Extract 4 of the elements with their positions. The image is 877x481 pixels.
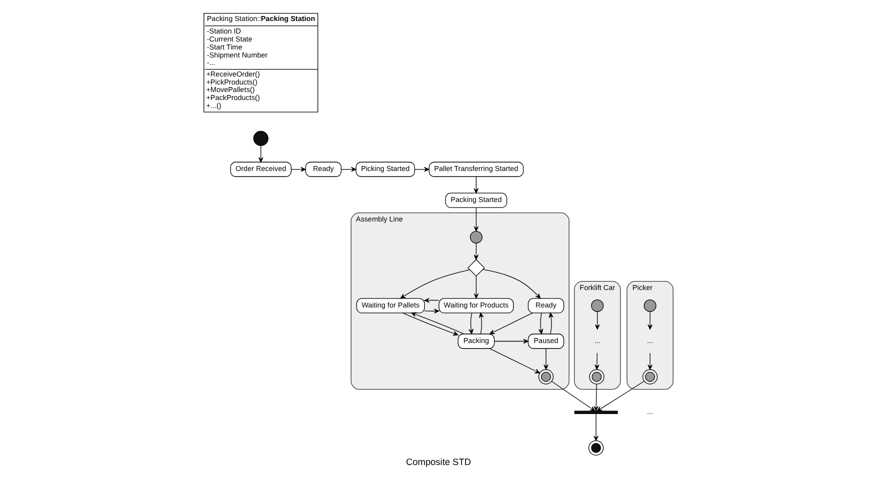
node-text: ... [647,336,654,346]
node-text: ... [594,336,600,346]
caption: Composite STD [406,457,471,468]
label: ... [647,407,654,416]
